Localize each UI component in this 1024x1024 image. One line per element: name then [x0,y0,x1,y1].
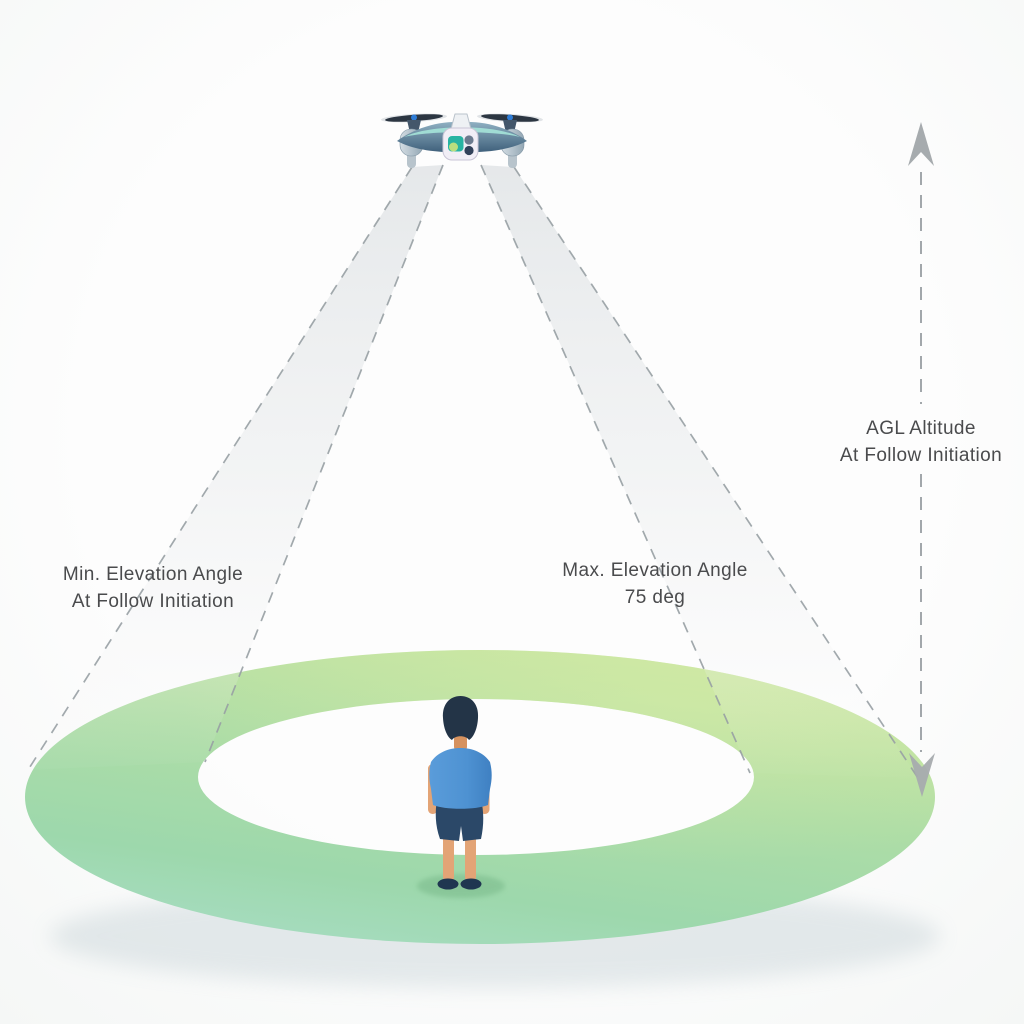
camera-beam-right [481,165,918,778]
person-leg-right [465,830,476,882]
max-elevation-line2: 75 deg [624,587,686,608]
person-shadow [417,874,505,898]
drone-icon [381,113,543,168]
max-elevation-ray-outer [513,166,919,779]
max-elevation-line1: Max. Elevation Angle [562,560,748,581]
person-leg-left [443,830,454,882]
person-figure [417,696,505,898]
ring-highlight-overlay [25,650,935,944]
prop-hub-left [411,114,417,121]
min-elevation-label: Min. Elevation Angle At Follow Initiatio… [18,561,288,615]
min-elevation-line1: Min. Elevation Angle [62,564,244,585]
person-shoe-left [437,878,459,890]
camera-screen-blob [449,142,458,152]
min-elevation-line2: At Follow Initiation [71,591,235,612]
person-shorts [435,799,484,841]
camera-lens-bottom [464,145,474,156]
agl-altitude-line2: At Follow Initiation [839,445,1003,466]
drone-canopy [450,113,472,130]
person-shoe-right [460,878,482,890]
elevation-rays [27,164,919,779]
agl-altitude-measure [908,122,935,797]
arrow-down-icon [909,753,935,797]
agl-altitude-label: AGL Altitude At Follow Initiation [786,415,1024,469]
min-elevation-ray-inner [204,164,444,763]
arrow-up-icon [908,122,934,166]
person-shirt [429,748,492,809]
camera-lens-top [464,135,474,145]
max-elevation-label: Max. Elevation Angle 75 deg [520,557,790,611]
camera-beam-left [28,165,443,770]
max-elevation-ray-inner [480,164,751,774]
agl-altitude-line1: AGL Altitude [866,418,976,439]
person-head [442,696,479,740]
person-neck [454,735,467,751]
prop-hub-right [507,114,513,121]
